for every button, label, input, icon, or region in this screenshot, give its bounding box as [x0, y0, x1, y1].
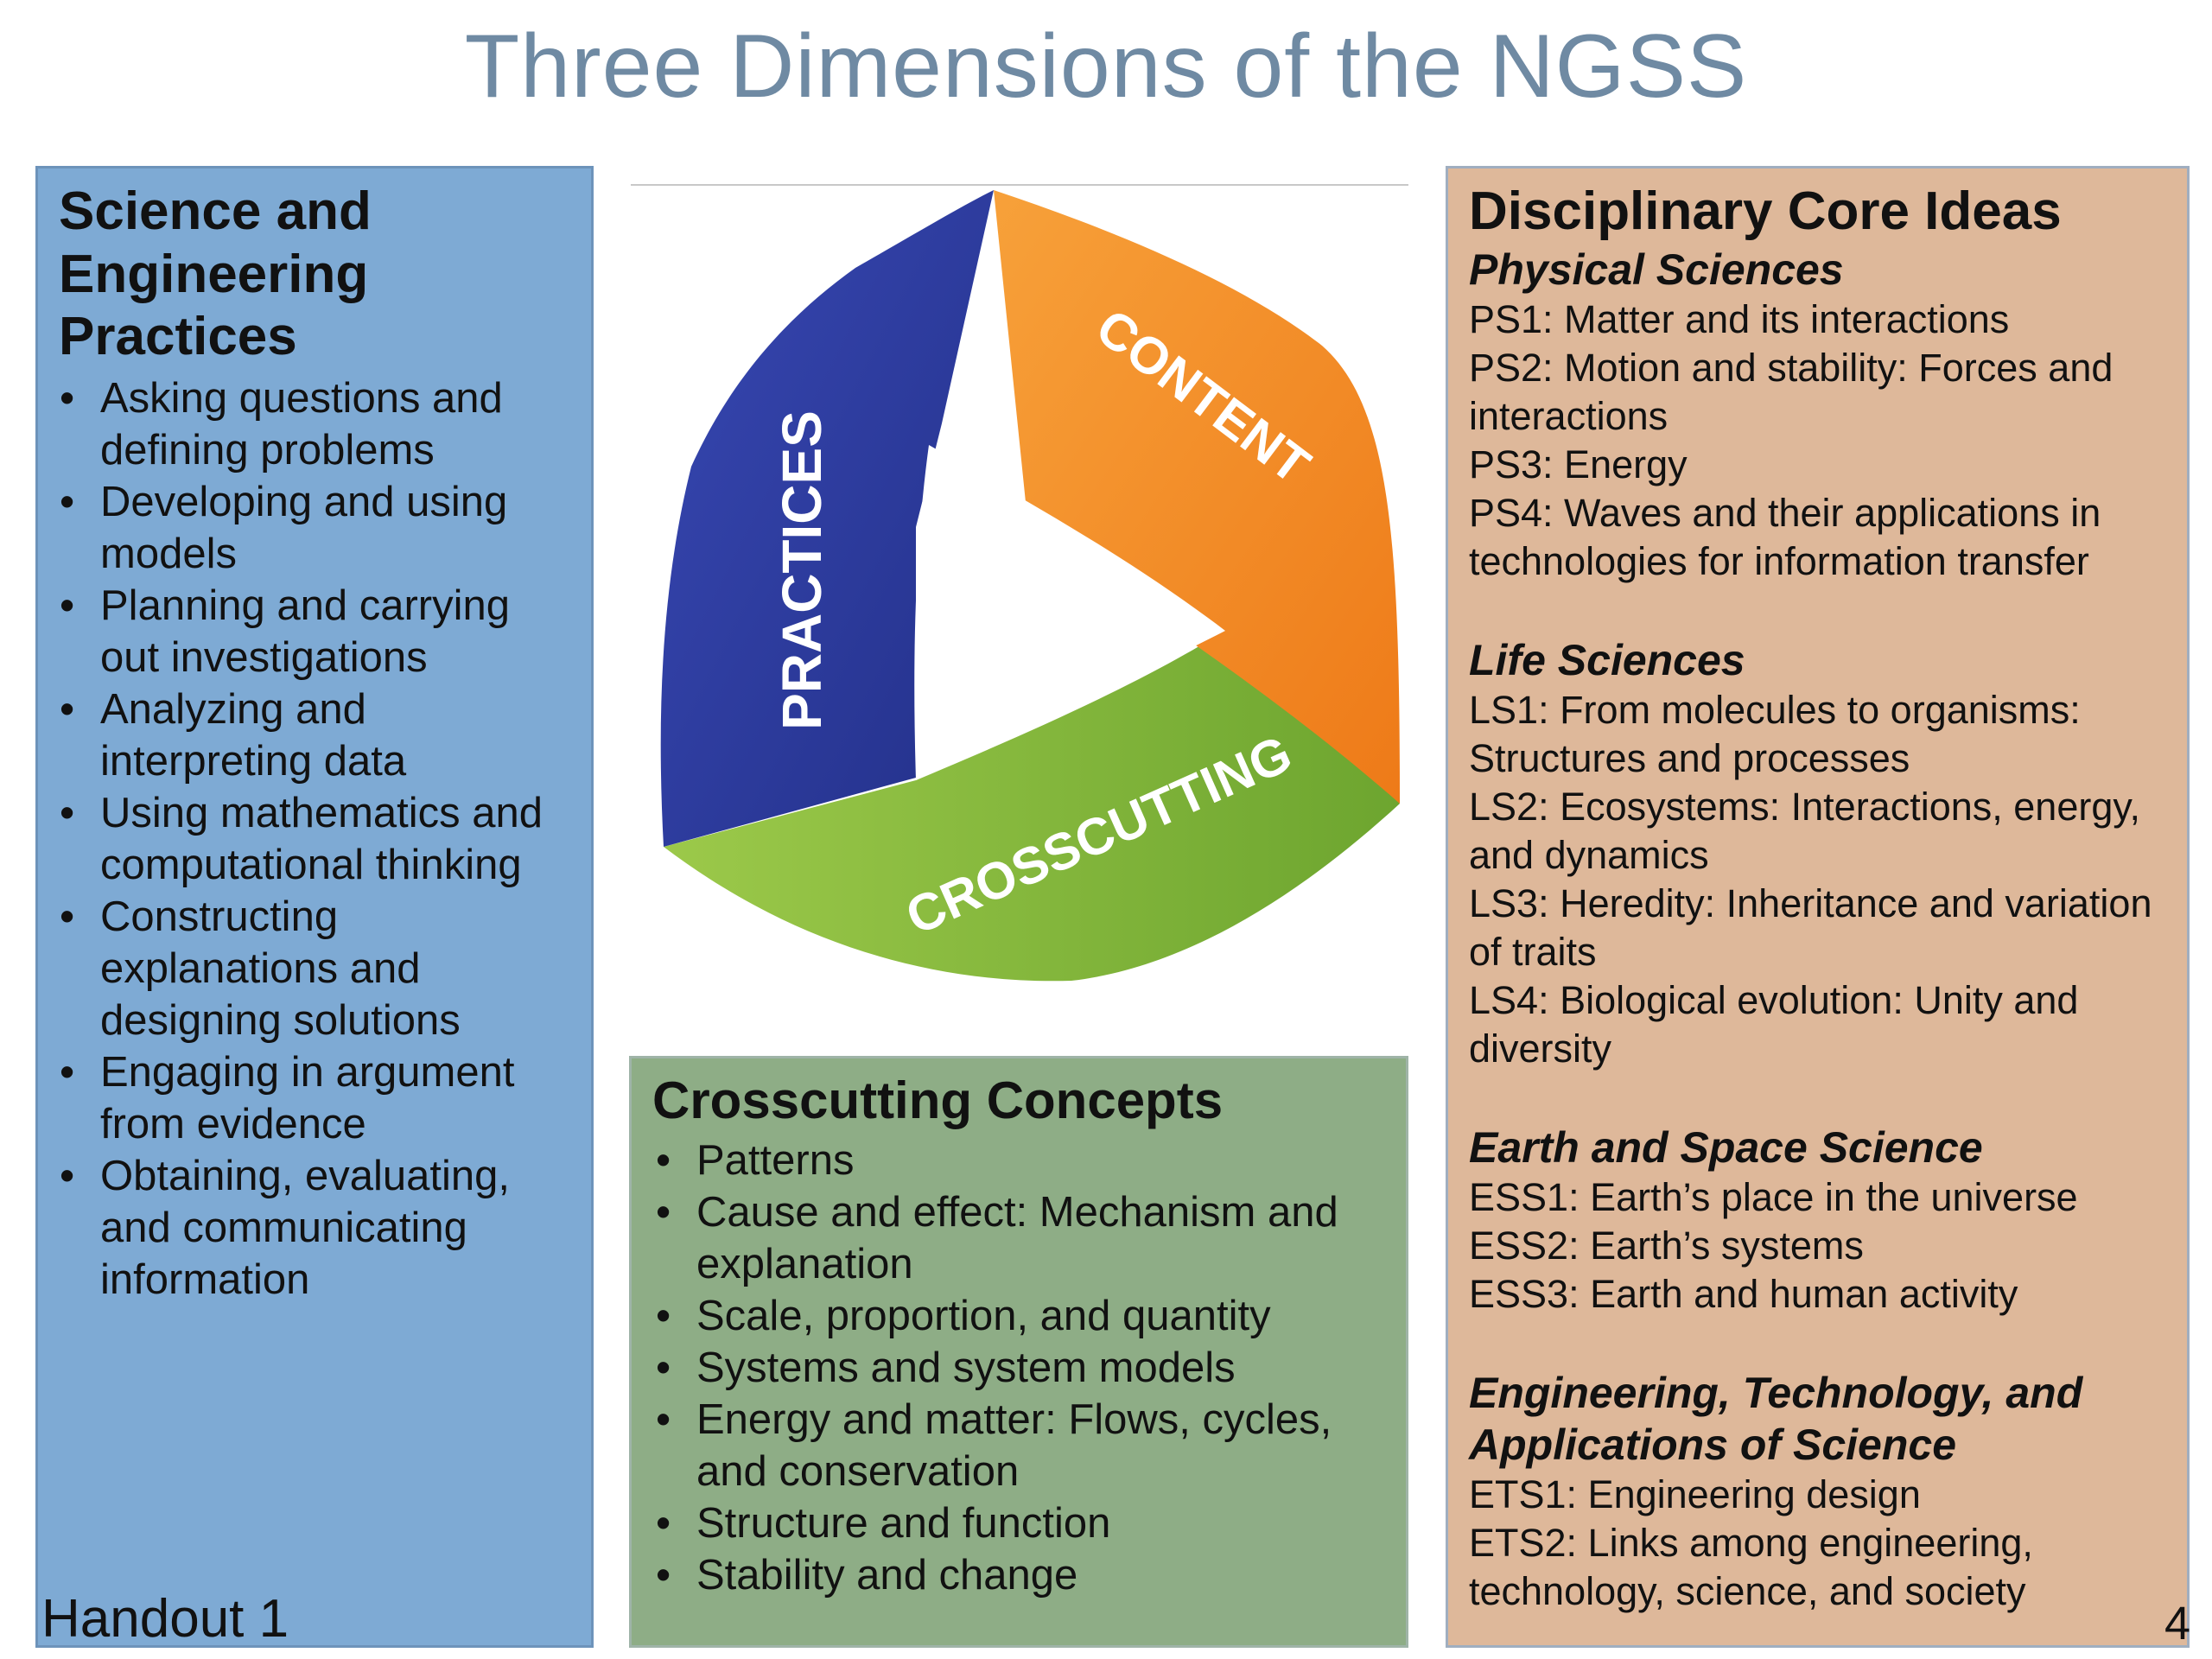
list-item: Patterns [656, 1135, 1394, 1186]
section-title: Earth and Space Science [1469, 1122, 1983, 1172]
list-item: Using mathematics and computational thin… [60, 787, 579, 891]
practices-panel: Science and Engineering Practices Asking… [35, 166, 594, 1648]
list-item: ESS1: Earth’s place in the universe [1469, 1174, 2078, 1219]
list-item: LS1: From molecules to organisms: Struct… [1469, 687, 2081, 780]
list-item: ETS2: Links among engineering, technolog… [1469, 1520, 2033, 1613]
life-sciences-section: Life Sciences LS1: From molecules to org… [1469, 634, 2175, 1073]
earth-space-section: Earth and Space Science ESS1: Earth’s pl… [1469, 1122, 2175, 1319]
list-item: Developing and using models [60, 476, 579, 580]
divider [631, 184, 1408, 186]
crosscutting-heading: Crosscutting Concepts [652, 1071, 1224, 1129]
three-dimensions-cycle-graphic: PRACTICES CONTENT CROSSCUTTING [660, 190, 1400, 982]
handout-label: Handout 1 [41, 1589, 289, 1649]
slide-title: Three Dimensions of the NGSS [464, 16, 1748, 117]
practices-label: PRACTICES [771, 410, 833, 730]
list-item: Planning and carrying out investigations [60, 580, 579, 683]
list-item: Energy and matter: Flows, cycles, and co… [656, 1394, 1394, 1497]
engineering-section: Engineering, Technology, and Application… [1469, 1367, 2175, 1616]
inner-triangle [914, 445, 1225, 780]
crosscutting-band [664, 631, 1400, 982]
content-band [994, 190, 1400, 804]
list-item: ETS1: Engineering design [1469, 1471, 1921, 1516]
section-title: Life Sciences [1469, 635, 1745, 684]
list-item: PS4: Waves and their applications in tec… [1469, 490, 2101, 583]
practices-heading: Science and Engineering Practices [59, 181, 372, 367]
list-item: LS3: Heredity: Inheritance and variation… [1469, 880, 2152, 974]
physical-sciences-section: Physical Sciences PS1: Matter and its in… [1469, 244, 2175, 586]
list-item: Structure and function [656, 1497, 1394, 1549]
practices-list: Asking questions and defining problems D… [38, 372, 591, 1306]
core-ideas-panel: Disciplinary Core Ideas Physical Science… [1446, 166, 2190, 1648]
crosscutting-list: Patterns Cause and effect: Mechanism and… [632, 1135, 1406, 1601]
list-item: Cause and effect: Mechanism and explanat… [656, 1186, 1394, 1290]
section-title: Engineering, Technology, and Application… [1469, 1368, 2083, 1469]
list-item: Stability and change [656, 1549, 1394, 1601]
list-item: PS1: Matter and its interactions [1469, 296, 2010, 341]
list-item: PS2: Motion and stability: Forces and in… [1469, 345, 2113, 438]
list-item: LS4: Biological evolution: Unity and div… [1469, 977, 2079, 1071]
core-ideas-heading: Disciplinary Core Ideas [1469, 181, 2062, 241]
list-item: Engaging in argument from evidence [60, 1046, 579, 1150]
list-item: PS3: Energy [1469, 442, 1688, 486]
list-item: Constructing explanations and designing … [60, 891, 579, 1046]
list-item: ESS3: Earth and human activity [1469, 1271, 2018, 1316]
list-item: ESS2: Earth’s systems [1469, 1223, 1864, 1268]
list-item: Asking questions and defining problems [60, 372, 579, 476]
list-item: LS2: Ecosystems: Interactions, energy, a… [1469, 784, 2141, 877]
page-number: 4 [2164, 1598, 2191, 1649]
section-title: Physical Sciences [1469, 245, 1844, 294]
list-item: Obtaining, evaluating, and communicating… [60, 1150, 579, 1306]
list-item: Analyzing and interpreting data [60, 683, 579, 787]
practices-band [660, 190, 994, 847]
list-item: Systems and system models [656, 1342, 1394, 1394]
crosscutting-panel: Crosscutting Concepts Patterns Cause and… [629, 1056, 1408, 1648]
core-ideas-body: Physical Sciences PS1: Matter and its in… [1469, 244, 2187, 1616]
list-item: Scale, proportion, and quantity [656, 1290, 1394, 1342]
